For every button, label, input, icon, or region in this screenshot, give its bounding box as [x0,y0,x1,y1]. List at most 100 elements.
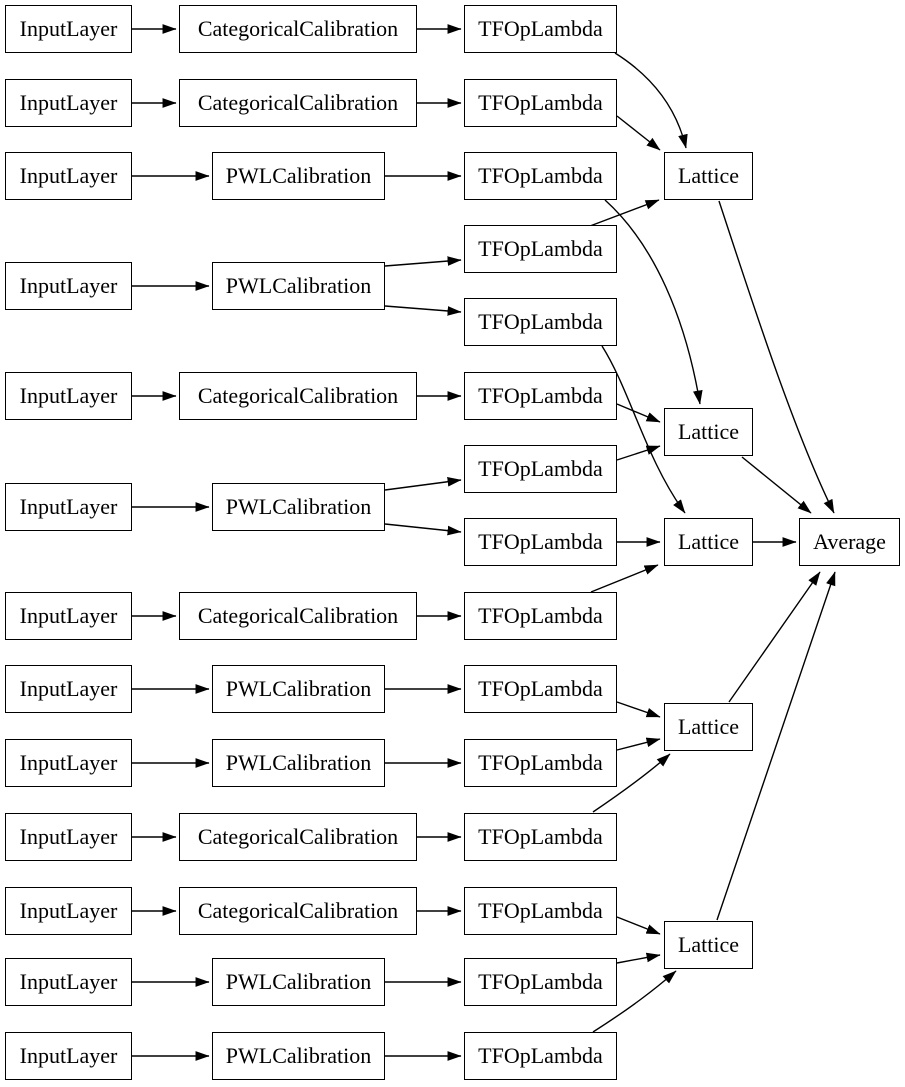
edge-lattice-1-to-average [718,200,835,514]
node-lattice-5: Lattice [664,921,753,969]
node-label: TFOpLambda [478,824,603,849]
node-label: InputLayer [19,824,118,849]
node-lattice-3: Lattice [664,518,753,566]
node-calib-8: PWLCalibration [212,665,385,713]
node-label: TFOpLambda [478,309,603,334]
edge-lambda-4a-to-lattice-1 [589,199,660,227]
node-label: PWLCalibration [225,969,372,994]
node-lambda-6a: TFOpLambda [464,445,617,493]
node-label: TFOpLambda [478,898,603,923]
node-lambda-10: TFOpLambda [464,813,617,861]
node-input-6: InputLayer [5,483,132,531]
node-label: CategoricalCalibration [197,824,399,849]
node-label: InputLayer [19,16,118,41]
node-label: TFOpLambda [478,236,603,261]
node-label: PWLCalibration [225,676,372,701]
node-label: PWLCalibration [225,273,372,298]
node-label: CategoricalCalibration [197,16,399,41]
edge-lambda-9-to-lattice-4 [616,737,661,751]
edge-lambda-5-to-lattice-2 [616,403,661,423]
node-lambda-4b: TFOpLambda [464,298,617,346]
node-label: InputLayer [19,273,118,298]
edge-lattice-2-to-average [741,456,812,514]
node-label: TFOpLambda [478,1043,603,1068]
node-calib-10: CategoricalCalibration [179,813,417,861]
node-label: Lattice [677,932,740,957]
node-lambda-8: TFOpLambda [464,665,617,713]
edge-calib-6-to-lambda-6b [384,523,462,536]
node-input-10: InputLayer [5,813,132,861]
node-lambda-3: TFOpLambda [464,152,617,200]
node-label: TFOpLambda [478,676,603,701]
node-input-8: InputLayer [5,665,132,713]
node-lattice-4: Lattice [664,703,753,751]
node-label: PWLCalibration [225,163,372,188]
node-calib-2: CategoricalCalibration [179,79,417,127]
node-label: Lattice [677,163,740,188]
edge-lambda-4b-to-lattice-3 [601,345,686,514]
node-lambda-1: TFOpLambda [464,5,617,53]
node-input-7: InputLayer [5,592,132,640]
edge-lambda-6a-to-lattice-2 [616,445,661,461]
node-input-5: InputLayer [5,372,132,420]
node-label: Lattice [677,529,740,554]
edge-lattice-5-to-average [716,571,836,921]
node-label: InputLayer [19,1043,118,1068]
node-label: InputLayer [19,676,118,701]
node-lambda-11: TFOpLambda [464,887,617,935]
node-calib-6: PWLCalibration [212,483,385,531]
edge-calib-4-to-lambda-4a [384,256,462,267]
node-label: InputLayer [19,969,118,994]
node-input-2: InputLayer [5,79,132,127]
node-label: InputLayer [19,750,118,775]
node-input-12: InputLayer [5,958,132,1006]
node-calib-7: CategoricalCalibration [179,592,417,640]
node-label: InputLayer [19,494,118,519]
node-label: TFOpLambda [478,529,603,554]
node-label: InputLayer [19,898,118,923]
node-lambda-13: TFOpLambda [464,1032,617,1080]
node-label: InputLayer [19,383,118,408]
edge-lattice-4-to-average [728,571,821,703]
node-lambda-9: TFOpLambda [464,739,617,787]
node-input-9: InputLayer [5,739,132,787]
node-calib-3: PWLCalibration [212,152,385,200]
node-label: CategoricalCalibration [197,898,399,923]
node-calib-11: CategoricalCalibration [179,887,417,935]
node-calib-5: CategoricalCalibration [179,372,417,420]
node-label: TFOpLambda [478,163,603,188]
node-average: Average [799,518,900,566]
edge-lambda-3-to-lattice-2 [604,199,703,405]
node-label: InputLayer [19,90,118,115]
edge-lambda-7-to-lattice-3 [590,564,659,593]
node-label: TFOpLambda [478,603,603,628]
node-label: TFOpLambda [478,456,603,481]
node-label: TFOpLambda [478,969,603,994]
node-lambda-12: TFOpLambda [464,958,617,1006]
node-lambda-5: TFOpLambda [464,372,617,420]
node-label: TFOpLambda [478,90,603,115]
edge-lambda-2-to-lattice-1 [616,115,661,151]
node-label: Average [813,529,886,554]
node-calib-12: PWLCalibration [212,958,385,1006]
node-label: Lattice [677,714,740,739]
node-lambda-2: TFOpLambda [464,79,617,127]
edge-lambda-12-to-lattice-5 [616,952,661,964]
node-lattice-2: Lattice [664,408,753,456]
node-label: TFOpLambda [478,383,603,408]
edge-lambda-10-to-lattice-4 [592,753,671,813]
node-label: CategoricalCalibration [197,383,399,408]
node-label: TFOpLambda [478,16,603,41]
node-label: PWLCalibration [225,1043,372,1068]
node-calib-13: PWLCalibration [212,1032,385,1080]
edge-lambda-11-to-lattice-5 [616,916,661,935]
node-label: InputLayer [19,603,118,628]
node-lattice-1: Lattice [664,152,753,200]
node-label: CategoricalCalibration [197,90,399,115]
edge-calib-6-to-lambda-6a [384,476,462,491]
node-calib-1: CategoricalCalibration [179,5,417,53]
node-input-13: InputLayer [5,1032,132,1080]
